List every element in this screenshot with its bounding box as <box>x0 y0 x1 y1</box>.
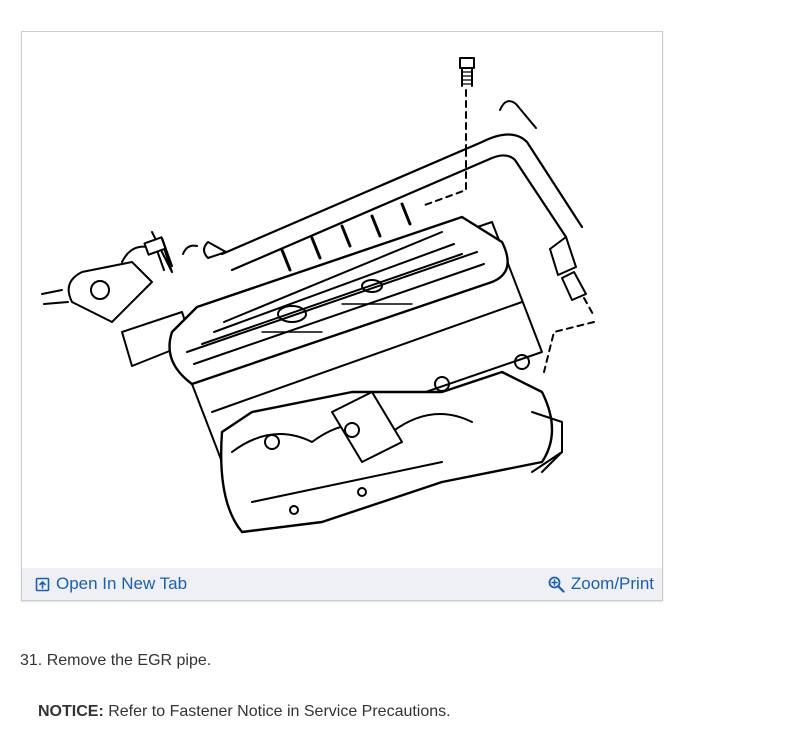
figure-container: Open In New Tab Zoom/Print <box>21 31 663 601</box>
open-in-new-tab-icon <box>35 577 50 592</box>
bolt <box>459 57 475 151</box>
figure-toolbar: Open In New Tab Zoom/Print <box>22 568 662 600</box>
notice-paragraph: NOTICE: Refer to Fastener Notice in Serv… <box>38 703 451 721</box>
zoom-in-icon <box>548 576 565 593</box>
notice-body: Refer to Fastener Notice in Service Prec… <box>103 703 451 720</box>
exhaust-manifold <box>219 354 563 534</box>
alignment-line <box>421 149 467 207</box>
open-in-new-tab-label: Open In New Tab <box>56 574 188 593</box>
open-in-new-tab-link[interactable]: Open In New Tab <box>35 568 187 600</box>
egr-pipe <box>182 100 595 373</box>
engine-egr-pipe-diagram <box>22 32 662 568</box>
notice-label: NOTICE: <box>38 703 104 720</box>
spark-plug-details <box>143 202 412 272</box>
valve-cover <box>168 215 509 386</box>
procedure-step: 31. Remove the EGR pipe. <box>20 652 212 669</box>
zoom-print-link[interactable]: Zoom/Print <box>548 568 654 600</box>
zoom-print-label: Zoom/Print <box>570 574 654 593</box>
